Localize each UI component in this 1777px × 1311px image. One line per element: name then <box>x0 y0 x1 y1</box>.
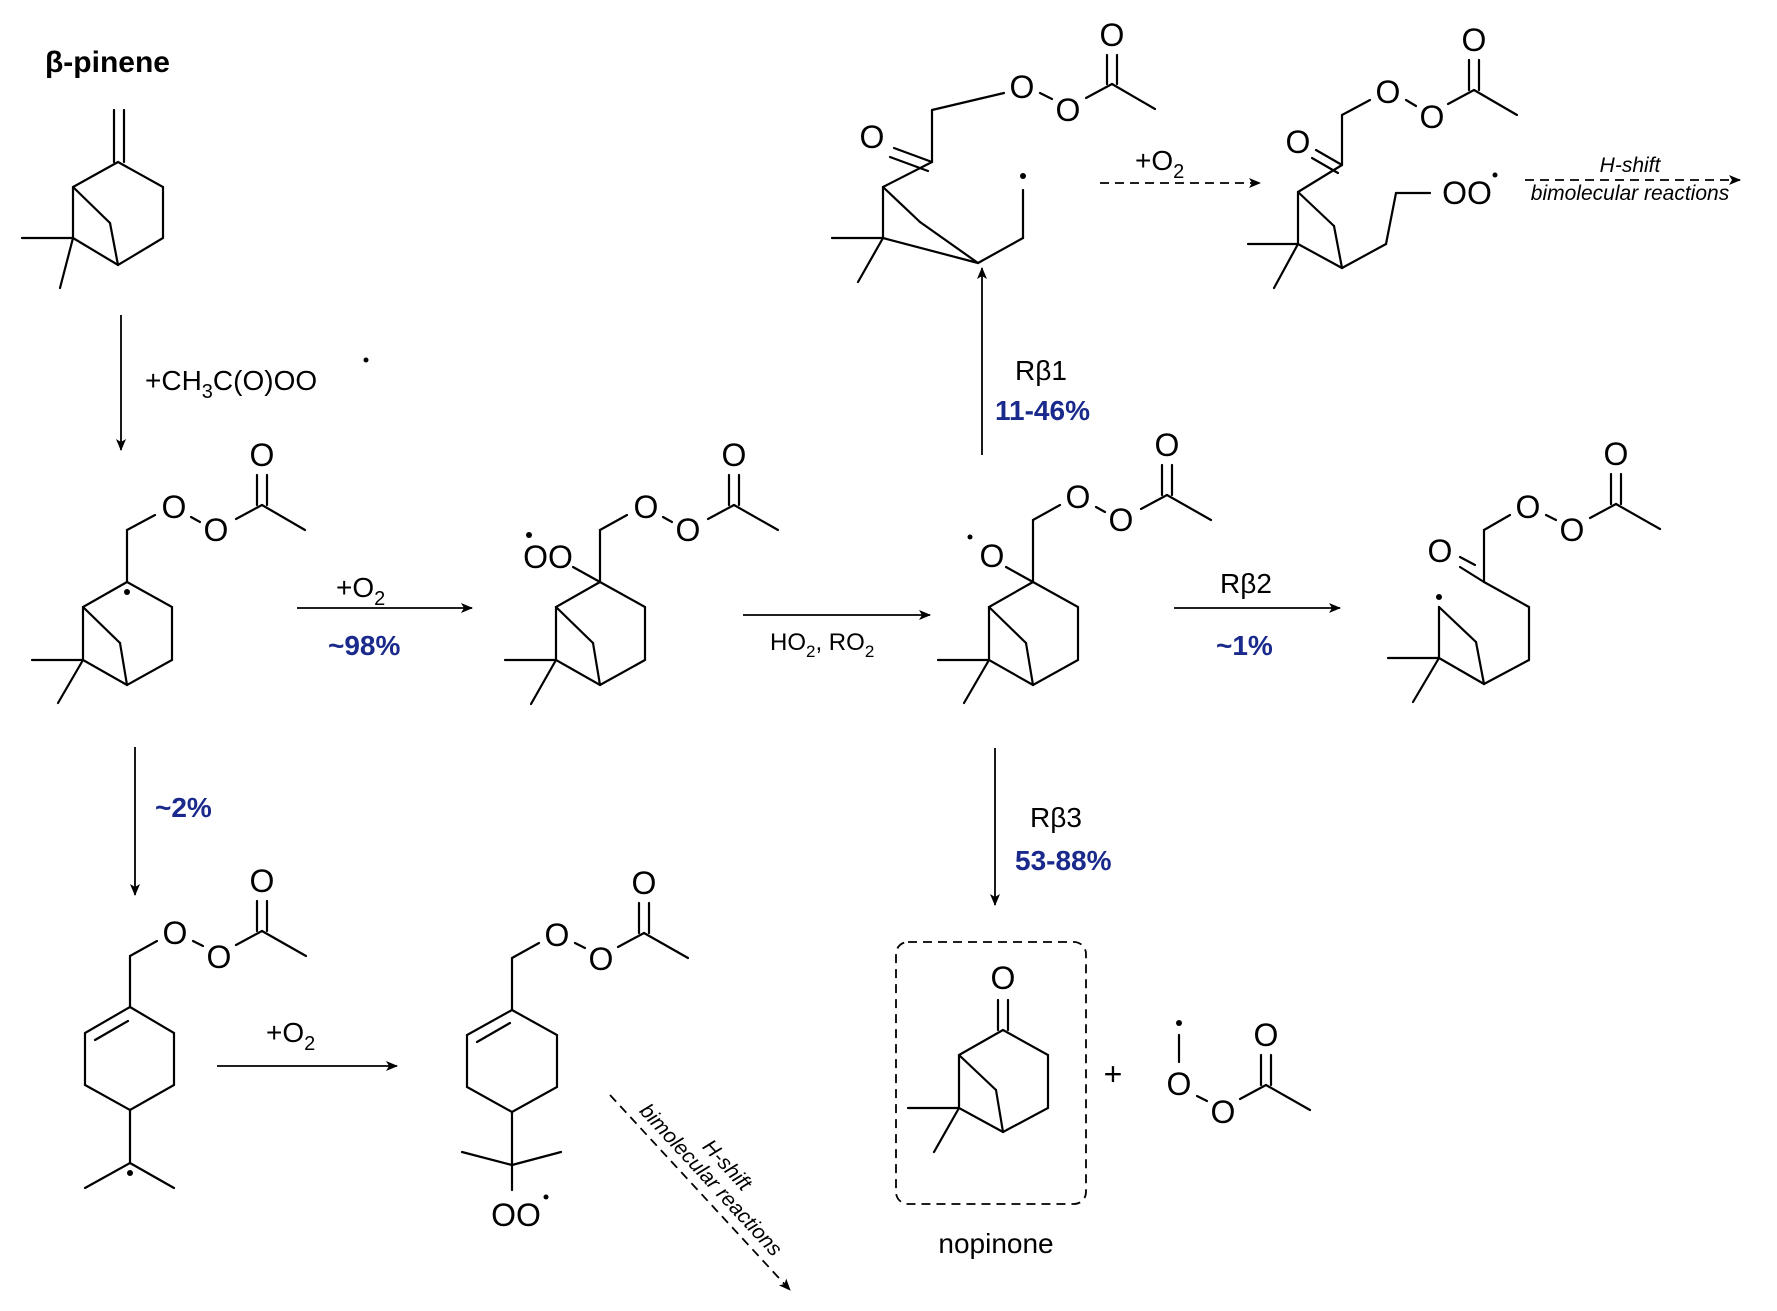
plus-sign: + <box>1104 1056 1123 1092</box>
molecule-beta-pinene <box>20 108 165 290</box>
percent-rb2: ~1% <box>1216 630 1273 661</box>
molecule-cyclohexenyl-radical: O O O <box>83 863 308 1190</box>
reagent-ho2-ro2: HO2, RO2 <box>770 629 874 661</box>
percent-rb3: 53-88% <box>1015 845 1112 876</box>
molecule-rb2-product: O O O O <box>1386 436 1662 704</box>
reagent-pan: +CH3C(O)OO <box>145 365 317 403</box>
svg-text:O: O <box>1100 17 1125 53</box>
svg-text:O: O <box>250 863 275 899</box>
svg-text:O: O <box>1167 1066 1192 1102</box>
reagent-o2-bottom: +O2 <box>266 1017 315 1055</box>
reagent-o2-1: +O2 <box>336 572 385 610</box>
molecule-nopinone: O <box>906 960 1050 1154</box>
svg-text:O: O <box>250 437 275 473</box>
radical-dot <box>363 357 369 363</box>
further-line2-bottom: bimolecular reactions <box>635 1099 787 1261</box>
molecule-peroxy-radical: OO O O O <box>503 437 780 706</box>
svg-text:O: O <box>1286 124 1311 160</box>
svg-text:O: O <box>1066 479 1091 515</box>
svg-text:O: O <box>1211 1094 1236 1130</box>
svg-text:OO: OO <box>1442 175 1492 211</box>
percent-rb1: 11-46% <box>995 395 1090 426</box>
molecule-top-peroxy-radical: O O O O OO <box>1246 22 1519 290</box>
molecule-alkoxy-radical: O O O O <box>936 427 1213 705</box>
molecule-acetylperoxy-radical: O O O <box>1167 1017 1312 1130</box>
nopinone-highlight-box <box>895 941 1087 1205</box>
svg-text:O: O <box>1428 533 1453 569</box>
percent-o2-addition: ~98% <box>328 630 400 661</box>
svg-text:O: O <box>207 939 232 975</box>
svg-text:O: O <box>1254 1017 1279 1053</box>
svg-text:O: O <box>1376 74 1401 110</box>
molecule-ring-opened-radical: O O O O <box>830 17 1157 284</box>
label-nopinone: nopinone <box>938 1228 1053 1259</box>
svg-text:O: O <box>1420 99 1445 135</box>
svg-text:O: O <box>545 917 570 953</box>
svg-text:O: O <box>676 512 701 548</box>
percent-ring-opening: ~2% <box>155 792 212 823</box>
svg-text:O: O <box>991 960 1016 996</box>
label-rb3: Rβ3 <box>1030 802 1082 833</box>
further-line2-top: bimolecular reactions <box>1531 182 1730 205</box>
svg-text:OO: OO <box>491 1197 541 1233</box>
svg-text:O: O <box>204 512 229 548</box>
svg-text:O: O <box>632 865 657 901</box>
svg-text:O: O <box>1056 92 1081 128</box>
svg-text:O: O <box>634 489 659 525</box>
svg-text:O: O <box>1462 22 1487 58</box>
svg-text:O: O <box>163 915 188 951</box>
svg-text:O: O <box>162 489 187 525</box>
svg-text:O: O <box>980 538 1005 574</box>
svg-text:O: O <box>589 941 614 977</box>
svg-text:O: O <box>722 437 747 473</box>
svg-text:O: O <box>1010 69 1035 105</box>
svg-text:O: O <box>1560 512 1585 548</box>
reagent-o2-top: +O2 <box>1135 145 1184 183</box>
molecule-alkyl-radical: O O O <box>30 437 307 705</box>
molecule-cyclohexenyl-peroxy: O O O OO <box>460 865 690 1233</box>
svg-text:O: O <box>1516 489 1541 525</box>
label-rb2: Rβ2 <box>1220 568 1272 599</box>
label-rb1: Rβ1 <box>1015 355 1067 386</box>
arrow-further-bottom <box>609 1094 791 1291</box>
svg-text:O: O <box>1155 427 1180 463</box>
title-beta-pinene: β-pinene <box>45 46 170 79</box>
svg-text:OO: OO <box>523 539 573 575</box>
svg-text:O: O <box>1109 502 1134 538</box>
svg-text:O: O <box>1604 436 1629 472</box>
svg-text:O: O <box>860 119 885 155</box>
further-line1-top: H-shift <box>1600 154 1662 177</box>
